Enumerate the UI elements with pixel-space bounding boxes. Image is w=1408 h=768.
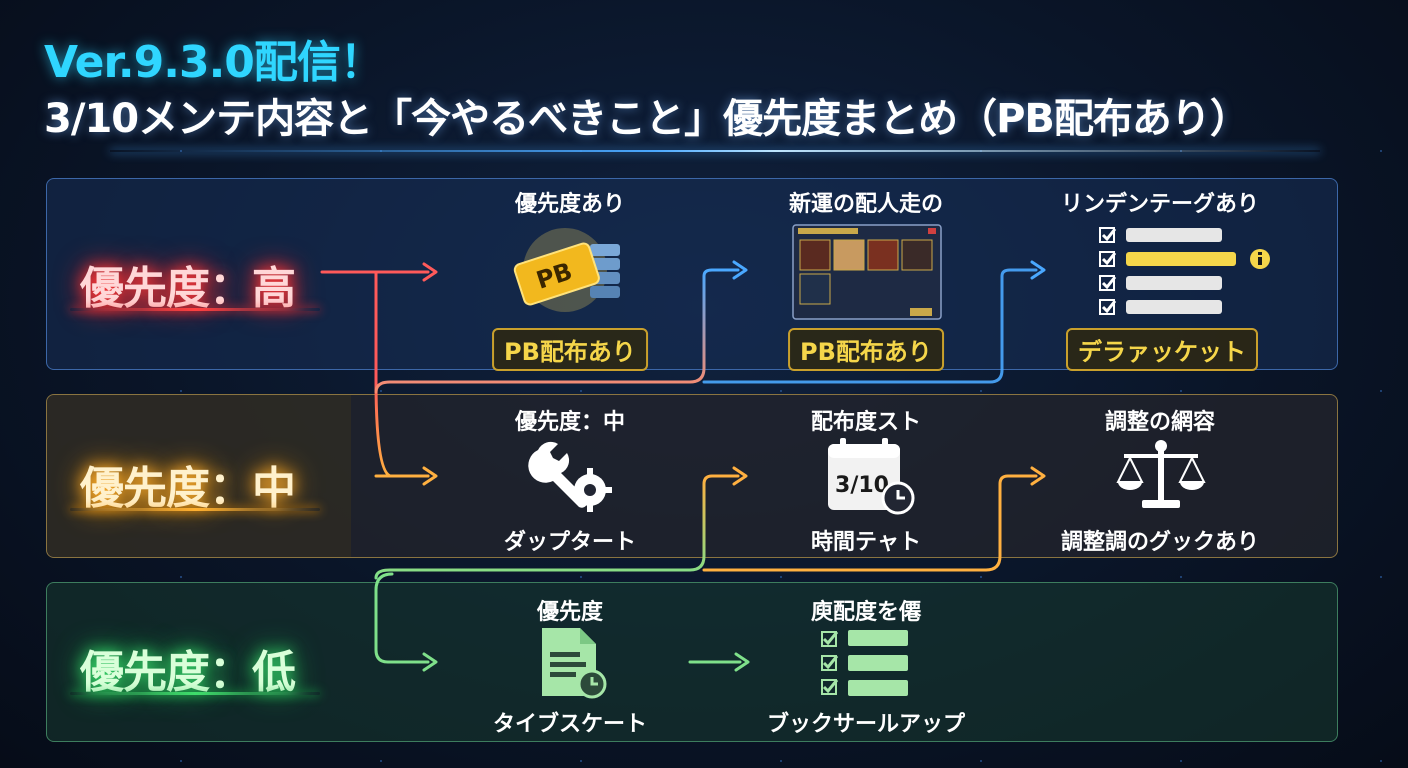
character-select-screenshot — [792, 224, 942, 320]
grid-dot — [380, 390, 382, 392]
high-item3-badge: デラァッケット — [1066, 328, 1258, 371]
glow-underline-high — [70, 308, 320, 311]
priority-row-mid — [46, 394, 1338, 558]
grid-dot — [1380, 576, 1382, 578]
grid-dot — [780, 390, 782, 392]
grid-dot — [180, 760, 182, 762]
grid-dot — [1380, 390, 1382, 392]
priority-label-low: 優先度：低 — [80, 647, 296, 698]
low-item2-caption: ブックサールアップ — [766, 712, 966, 737]
priority-label-mid: 優先度：中 — [80, 463, 296, 514]
document-clock-icon — [542, 628, 607, 699]
grid-dot — [1180, 390, 1182, 392]
grid-dot — [580, 576, 582, 578]
glow-underline-mid — [70, 508, 320, 511]
grid-dot — [580, 760, 582, 762]
wrench-gear-icon — [528, 441, 612, 512]
priority-label-high: 優先度：高 — [80, 263, 296, 314]
grid-dot — [180, 390, 182, 392]
glow-underline-low — [70, 692, 320, 695]
grid-dot — [1180, 760, 1182, 762]
grid-dot — [580, 390, 582, 392]
pb-ticket-icon: PB — [513, 228, 620, 312]
checklist-icon — [821, 630, 908, 696]
grid-dot — [980, 760, 982, 762]
calendar-date-text: 3/10 — [835, 473, 889, 498]
title-subtitle: 3/10メンテ内容と「今やるべきこと」優先度まとめ（PB配布あり） — [44, 96, 1250, 142]
mid-item1-caption: ダップタート — [503, 530, 637, 555]
high-item1-title: 優先度あり — [514, 192, 626, 217]
grid-dot — [980, 390, 982, 392]
calendar-clock-icon: 3/10 — [828, 438, 915, 515]
high-item1-badge: PB配布あり — [492, 328, 648, 371]
grid-dot — [780, 576, 782, 578]
grid-dot — [1380, 150, 1382, 152]
mid-item3-caption: 調整調のグックあり — [1060, 530, 1260, 555]
mid-item2-title: 配布度スト — [810, 410, 922, 435]
balance-scale-icon — [1116, 440, 1206, 508]
grid-dot — [380, 760, 382, 762]
grid-dot — [980, 576, 982, 578]
title-version: Ver.9.3.0配信！ — [44, 37, 384, 88]
high-item2-badge: PB配布あり — [788, 328, 944, 371]
mid-item3-title: 調整の網容 — [1104, 410, 1216, 435]
title-divider — [110, 150, 1320, 152]
grid-dot — [1180, 576, 1182, 578]
low-item2-title: 庾配度を僊 — [810, 600, 922, 625]
grid-dot — [1380, 760, 1382, 762]
high-item3-title: リンデンテーグあり — [1060, 192, 1260, 217]
checklist-info-icon — [1099, 227, 1270, 315]
low-item1-caption: タイブスケート — [492, 712, 648, 737]
grid-dot — [180, 576, 182, 578]
grid-dot — [780, 760, 782, 762]
high-item2-title: 新運の配人走の — [788, 192, 944, 217]
low-item1-title: 優先度 — [536, 600, 604, 625]
mid-item2-caption: 時間テャト — [810, 530, 922, 555]
mid-item1-title: 優先度：中 — [514, 410, 626, 435]
